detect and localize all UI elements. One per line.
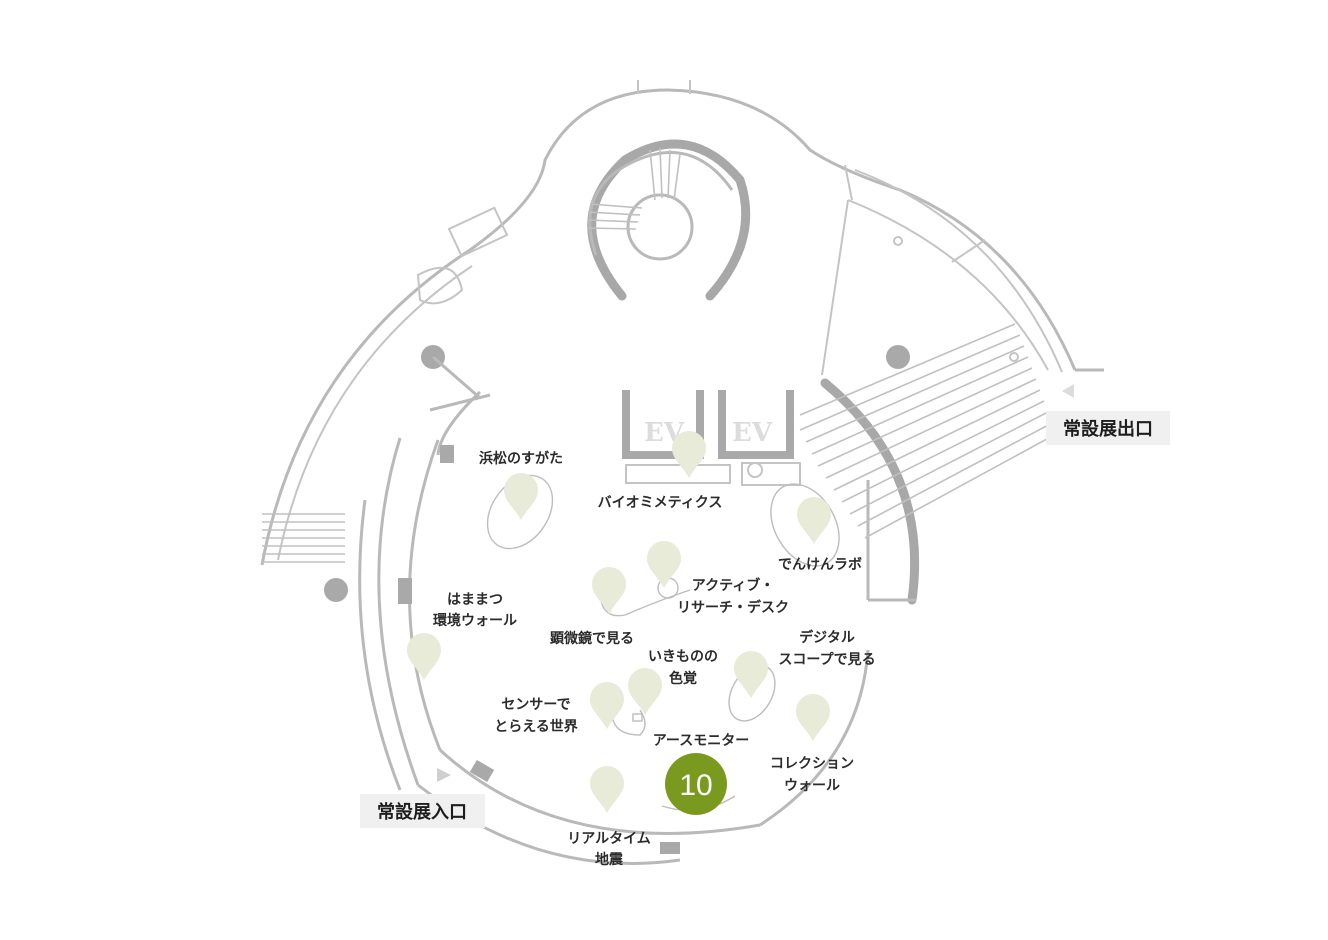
elevator-label: EV: [732, 418, 773, 448]
current-marker-circle: [665, 753, 727, 815]
map-pin-icon[interactable]: [647, 541, 681, 588]
label-hamamatsu-wall-2[interactable]: 環境ウォール: [433, 612, 517, 629]
label-active-research-1[interactable]: アクティブ・: [692, 577, 774, 594]
label-digital-scope-1[interactable]: デジタル: [799, 629, 855, 646]
entrance-label: 常設展入口: [377, 801, 467, 823]
map-pin-icon[interactable]: [672, 431, 706, 478]
exhibit-pins: [407, 431, 831, 813]
map-pin-icon[interactable]: [734, 651, 768, 698]
label-sensor-world-1[interactable]: センサーで: [501, 697, 570, 713]
map-pin-icon[interactable]: [592, 567, 626, 614]
elevators: EV EV: [622, 390, 801, 486]
staircases: [262, 139, 1057, 563]
map-pin-icon[interactable]: [796, 694, 830, 741]
label-biomimetics[interactable]: バイオミメティクス: [598, 495, 723, 511]
map-pin-icon[interactable]: [590, 766, 624, 813]
elevator-right: EV: [718, 390, 794, 459]
map-pin-icon[interactable]: [504, 473, 538, 520]
label-sensor-world-2[interactable]: とらえる世界: [494, 718, 579, 735]
arrow-right-icon: [437, 768, 451, 782]
map-pin-icon[interactable]: [797, 497, 831, 544]
label-collection-wall-1[interactable]: コレクション: [770, 756, 854, 772]
label-iki-colors-2[interactable]: 色覚: [669, 670, 697, 687]
entrance-gate[interactable]: 常設展入口: [360, 768, 485, 828]
map-pin-icon[interactable]: [628, 668, 662, 715]
label-earth-monitor[interactable]: アースモニター: [653, 733, 749, 749]
label-iki-colors-1[interactable]: いきものの: [648, 649, 718, 665]
exit-gate[interactable]: 常設展出口: [1046, 384, 1170, 445]
label-denken-lab[interactable]: でんけんラボ: [778, 557, 862, 573]
label-digital-scope-2[interactable]: スコープで見る: [778, 652, 875, 668]
label-hamamatsu-sugata[interactable]: 浜松のすがた: [479, 450, 563, 467]
label-realtime-quake-1[interactable]: リアルタイム: [567, 831, 651, 847]
current-marker-number: 10: [679, 769, 712, 802]
label-collection-wall-2[interactable]: ウォール: [784, 778, 840, 794]
label-realtime-quake-2[interactable]: 地震: [595, 851, 624, 868]
map-pin-icon[interactable]: [590, 682, 624, 729]
label-active-research-2[interactable]: リサーチ・デスク: [677, 599, 789, 616]
arrow-left-icon: [1062, 384, 1074, 398]
label-hamamatsu-wall-1[interactable]: はままつ: [447, 592, 503, 608]
current-location-marker[interactable]: 10: [665, 753, 727, 815]
building-walls: [260, 80, 1104, 865]
structural-features: [324, 164, 1019, 602]
map-pin-icon[interactable]: [407, 633, 441, 680]
label-microscope[interactable]: 顕微鏡で見る: [550, 630, 634, 647]
exit-label: 常設展出口: [1063, 418, 1153, 440]
exhibit-labels: 浜松のすがた バイオミメティクス でんけんラボ アクティブ・ リサーチ・デスク …: [433, 450, 876, 868]
